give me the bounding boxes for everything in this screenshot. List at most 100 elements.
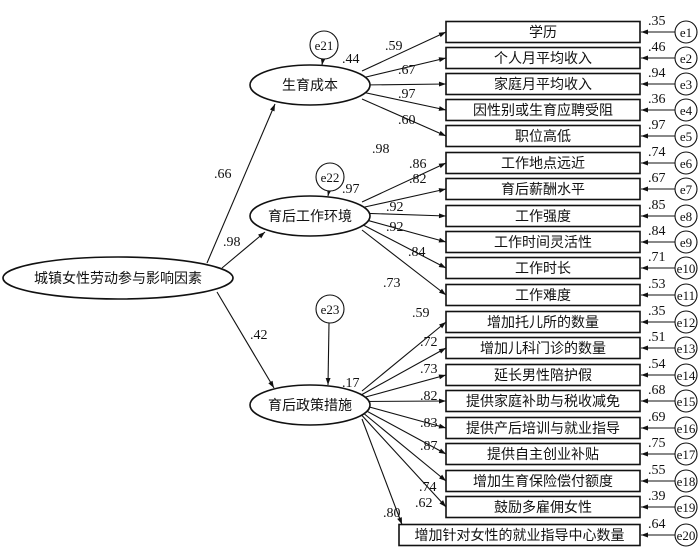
disturbance-label: e22	[321, 170, 340, 185]
indicator-box	[445, 416, 641, 440]
indicator-box	[445, 124, 641, 148]
indicator-r-squared: .97	[648, 118, 666, 133]
measurement-error-label: e16	[677, 421, 696, 436]
indicator-label: 鼓励多雇佣女性	[494, 499, 592, 516]
factor-loading-label: .73	[383, 276, 401, 291]
structural-path-arrow	[216, 291, 275, 389]
measurement-error-label: e3	[680, 77, 692, 92]
measurement-error-circle	[674, 204, 698, 228]
factor-loading-arrow	[361, 398, 447, 404]
indicator-label: 工作强度	[515, 209, 571, 225]
indicator-r-squared: .46	[648, 40, 666, 55]
measurement-error-label: e19	[677, 500, 696, 515]
factor-loading-label: .82	[409, 172, 427, 187]
measurement-error-label: e9	[680, 235, 692, 250]
indicator-r-squared: .64	[648, 517, 666, 532]
indicator-label: 增加生育保险偿付额度	[473, 474, 613, 490]
factor-loading-arrow	[361, 347, 447, 395]
factor-loading-arrow	[361, 404, 447, 429]
indicator-r-squared: .54	[648, 357, 666, 372]
factor-loading-label: .84	[408, 245, 426, 260]
factor-loading-label: .67	[398, 63, 416, 78]
indicator-label: 育后薪酬水平	[501, 182, 585, 198]
factor-loading-label: .60	[398, 113, 416, 128]
indicator-r-squared: .84	[648, 224, 666, 239]
indicator-label: 提供自主创业补贴	[487, 447, 599, 463]
factor-label: 育后工作环境	[268, 209, 352, 225]
factor-loading-arrow	[361, 411, 447, 482]
measurement-error-circle	[674, 283, 698, 307]
root-latent-label: 城镇女性劳动参与影响因素	[34, 270, 202, 287]
factor-loading-arrow	[361, 408, 447, 455]
indicator-r-squared: .35	[648, 14, 666, 29]
indicator-r-squared: .53	[648, 277, 666, 292]
disturbance-arrow	[325, 322, 331, 386]
factor-loading-label: .86	[409, 157, 427, 172]
factor-loading-arrow	[361, 223, 447, 269]
measurement-error-circle	[674, 177, 698, 201]
disturbance-arrow	[326, 188, 332, 197]
r-squared-label: .17	[342, 376, 360, 391]
factor-ellipse	[249, 384, 371, 426]
measurement-error-circle	[674, 46, 698, 70]
measurement-error-label: e11	[677, 288, 695, 303]
r-squared-label: .97	[342, 182, 360, 197]
indicator-label: 延长男性陪护假	[494, 368, 592, 384]
indicator-r-squared: .94	[648, 66, 666, 81]
indicator-label: 职位高低	[515, 128, 571, 145]
measurement-error-label: e2	[680, 51, 692, 66]
nodes-layer	[2, 20, 698, 547]
labels-layer: 城镇女性劳动参与影响因素.66生育成本e21.44学历.59e1.35个人月平均…	[34, 14, 696, 544]
path-coefficient: .42	[250, 328, 268, 343]
indicator-label: 学历	[529, 25, 557, 41]
measurement-error-label: e6	[680, 156, 693, 171]
indicator-label: 工作时间灵活性	[494, 235, 592, 251]
measurement-error-label: e1	[680, 25, 692, 40]
measurement-error-label: e8	[680, 209, 692, 224]
indicator-r-squared: .71	[648, 250, 666, 265]
factor-loading-arrow	[361, 229, 447, 296]
measurement-error-circle	[674, 98, 698, 122]
factor-loading-arrow	[361, 321, 447, 392]
indicator-box	[445, 283, 641, 307]
indicator-label: 增加儿科门诊的数量	[480, 341, 606, 357]
measurement-error-circle	[674, 20, 698, 44]
indicator-label: 家庭月平均收入	[494, 76, 592, 93]
factor-loading-arrow	[361, 418, 403, 525]
factor-loading-arrow	[361, 81, 447, 87]
indicator-box	[445, 98, 641, 122]
path-coefficient: .66	[214, 167, 232, 182]
indicator-label: 因性别或生育应聘受阻	[473, 102, 613, 119]
disturbance-arrow	[320, 57, 326, 66]
measurement-error-circle	[674, 442, 698, 466]
disturbance-circle	[309, 30, 339, 60]
factor-loading-label: .62	[415, 496, 433, 511]
indicator-r-squared: .35	[648, 304, 666, 319]
factor-loading-label: .92	[386, 200, 404, 215]
factor-loading-label: .59	[385, 39, 403, 54]
indicator-r-squared: .67	[648, 171, 666, 186]
indicator-label: 增加托儿所的数量	[487, 315, 599, 331]
measurement-error-label: e20	[677, 528, 696, 543]
indicator-r-squared: .36	[648, 92, 666, 107]
indicator-label: 工作时长	[515, 261, 571, 277]
factor-loading-label: .73	[420, 362, 438, 377]
factor-loading-label: .98	[372, 142, 390, 157]
indicator-label: 个人月平均收入	[494, 51, 592, 67]
measurement-error-circle	[674, 389, 698, 413]
disturbance-circle	[315, 162, 345, 192]
measurement-error-label: e15	[677, 394, 696, 409]
measurement-error-circle	[674, 230, 698, 254]
measurement-error-label: e5	[680, 129, 692, 144]
indicator-box	[445, 72, 641, 96]
factor-loading-label: .87	[420, 439, 438, 454]
factor-loading-label: .72	[420, 335, 438, 350]
indicator-label: 工作地点远近	[501, 156, 585, 172]
measurement-error-circle	[674, 310, 698, 334]
indicator-r-squared: .68	[648, 383, 666, 398]
indicator-box	[445, 469, 641, 493]
indicator-r-squared: .74	[648, 145, 666, 160]
factor-loading-arrow	[361, 415, 447, 508]
indicator-box	[445, 230, 641, 254]
